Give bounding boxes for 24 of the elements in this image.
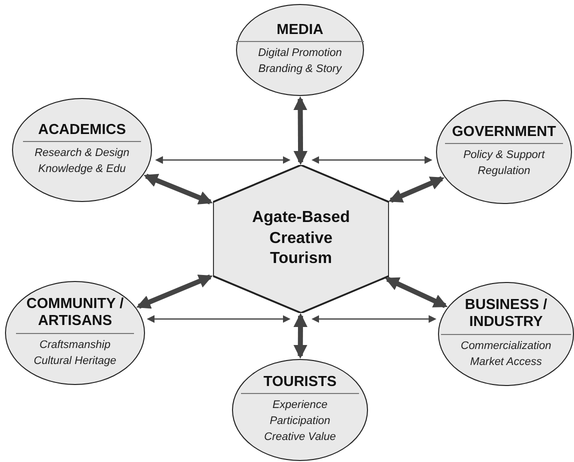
node-title: MEDIA (236, 22, 364, 42)
double-arrow (293, 96, 308, 165)
node-description: Digital Promotion Branding & Story (257, 46, 343, 78)
center-title: Agate-Based Creative Tourism (251, 208, 351, 270)
node-description: Experience Participation Creative Value (263, 398, 337, 446)
double-arrow (146, 315, 291, 323)
node-description: Commercialization Market Access (460, 338, 552, 370)
hexagon-node (213, 165, 389, 313)
double-arrow (311, 315, 436, 323)
double-arrow (136, 274, 213, 309)
double-arrow (155, 156, 291, 164)
node-title: BUSINESS / INDUSTRY (441, 297, 571, 335)
double-arrow (384, 276, 448, 308)
node-description: Policy & Support Regulation (462, 148, 546, 180)
node-title: COMMUNITY / ARTISANS (16, 296, 134, 334)
node-title: ACADEMICS (23, 122, 141, 142)
double-arrow (293, 313, 308, 359)
node-description: Craftsmanship Cultural Heritage (32, 338, 118, 369)
double-arrow (144, 174, 213, 204)
node-title: GOVERNMENT (445, 124, 563, 144)
node-description: Research & Design Knowledge & Edu (34, 146, 130, 178)
double-arrow (311, 156, 432, 164)
node-title: TOURISTS (241, 374, 359, 394)
double-arrow (388, 176, 444, 203)
